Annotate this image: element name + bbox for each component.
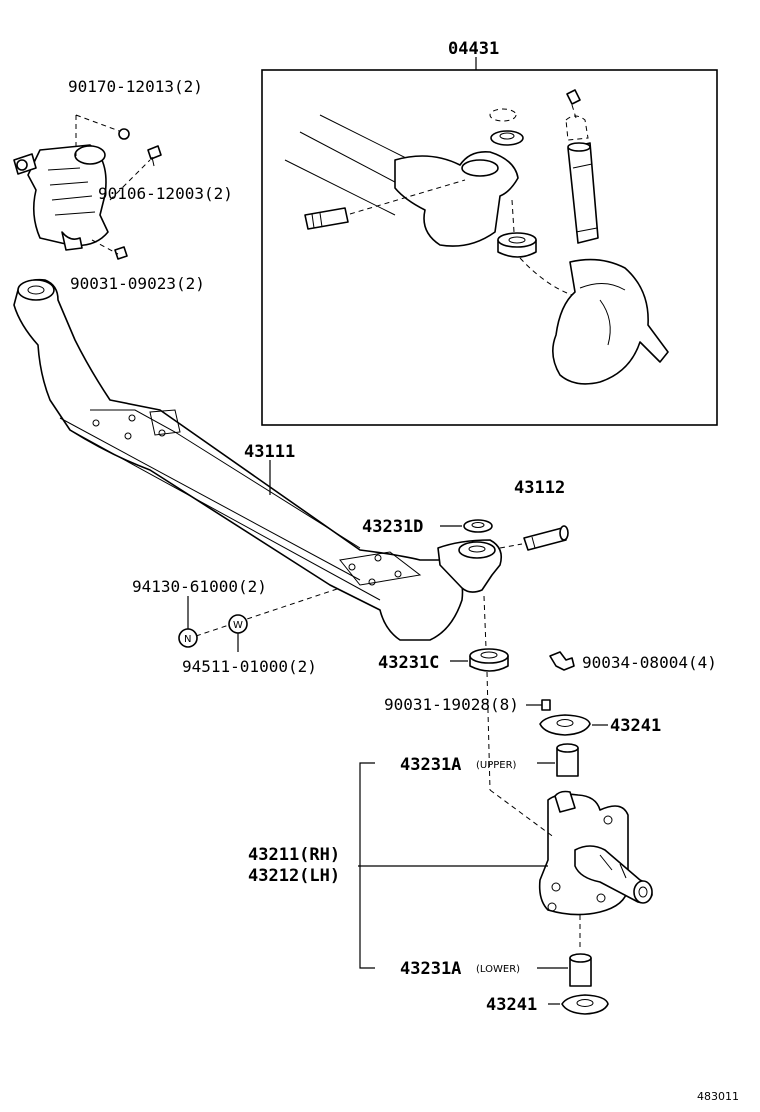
kit-knuckle (519, 257, 669, 385)
axle-beam (13, 278, 503, 641)
label-bearing-c: 43231C (378, 653, 439, 673)
label-knuckle-lh: 43212(LH) (248, 866, 340, 886)
label-cap-bottom: 43241 (486, 995, 537, 1015)
ref-code: 483011 (697, 1090, 739, 1103)
kit-bearing (497, 199, 537, 258)
cap-top (539, 714, 608, 736)
label-washer: 94511-01000(2) (182, 657, 317, 676)
label-bushing-lower-tag: (LOWER) (476, 964, 520, 975)
label-axle-beam: 43111 (244, 442, 295, 462)
bushing-lower (537, 953, 592, 987)
label-king-pin: 43112 (514, 478, 565, 498)
label-bushing-upper: 43231A (400, 755, 461, 775)
kit-axle-end (284, 114, 519, 247)
label-bolt-mid: 90106-12003(2) (98, 184, 233, 203)
king-pin-part (499, 525, 569, 551)
label-washer-d: 43231D (362, 517, 423, 537)
kit-frame (261, 69, 718, 426)
kit-king-pin (565, 89, 599, 244)
washer-marker-letter: W (233, 620, 243, 631)
cap-bottom (548, 994, 609, 1015)
washer-d (440, 519, 493, 533)
steering-bracket (13, 114, 162, 260)
nut-marker-letter: N (184, 634, 191, 645)
label-grease: 90034-08004(4) (582, 653, 717, 672)
label-bushing-upper-tag: (UPPER) (476, 760, 517, 771)
knuckle-brace (358, 762, 548, 969)
label-small-bolt: 90031-19028(8) (384, 695, 519, 714)
grease-fitting (549, 651, 575, 671)
steering-knuckle (486, 671, 653, 950)
kit-washer (489, 108, 524, 146)
label-bolt-top: 90170-12013(2) (68, 77, 203, 96)
label-nut-bottom: 90031-09023(2) (70, 274, 205, 293)
kit-label: 04431 (448, 39, 499, 59)
label-nut: 94130-61000(2) (132, 577, 267, 596)
bearing-c (450, 595, 509, 672)
bushing-upper (537, 743, 579, 777)
small-bolt (526, 699, 551, 711)
label-bushing-lower: 43231A (400, 959, 461, 979)
label-cap-top: 43241 (610, 716, 661, 736)
label-knuckle-rh: 43211(RH) (248, 845, 340, 865)
